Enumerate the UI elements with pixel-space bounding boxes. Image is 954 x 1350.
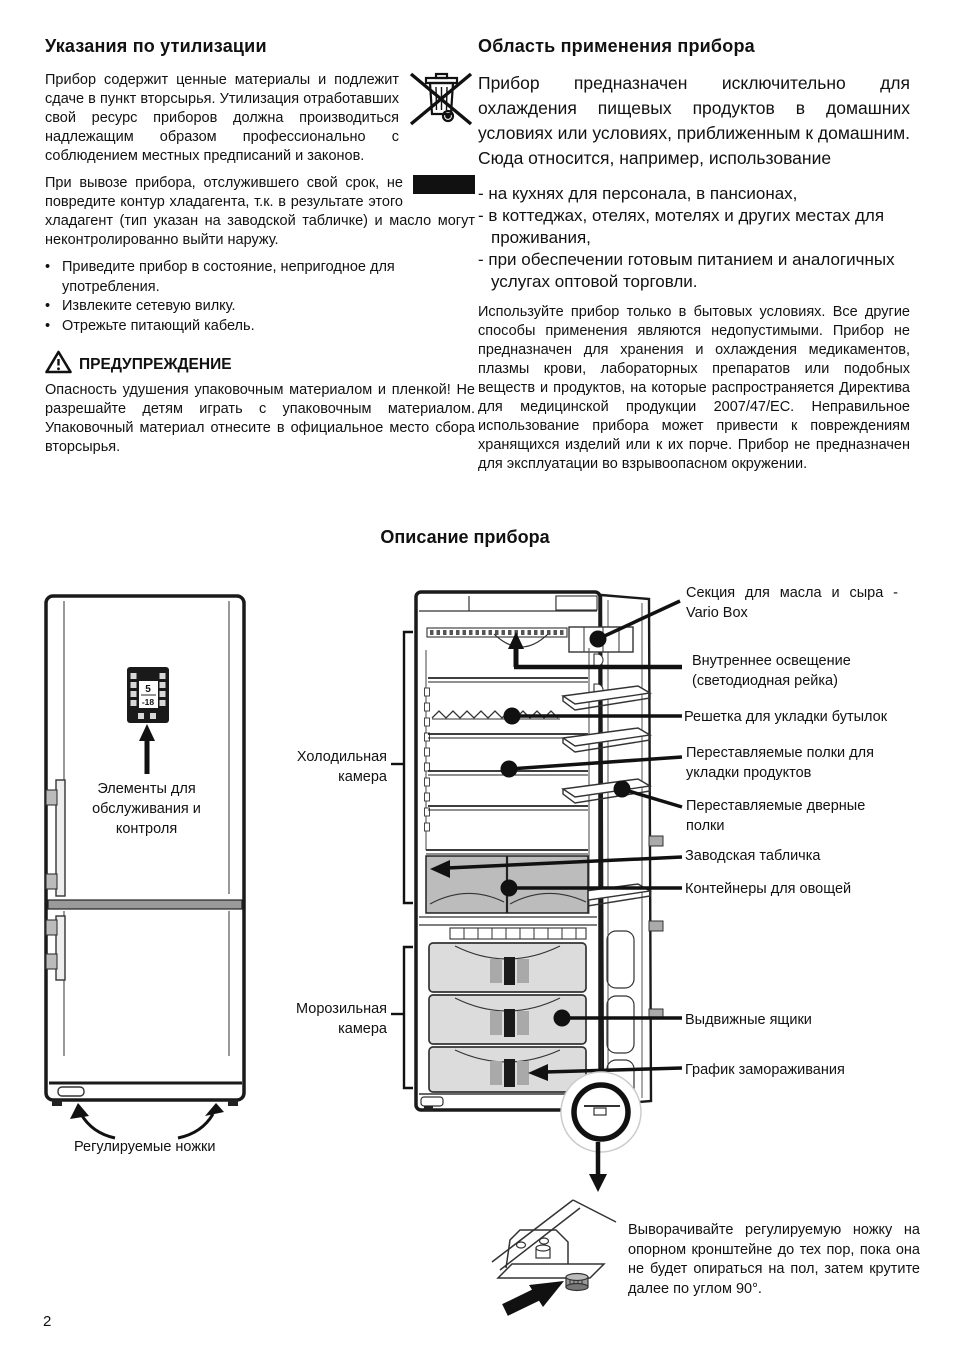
bullet-item: Приведите прибор в состояние, непригодно…: [45, 258, 475, 297]
label-drawers: Выдвижные ящики: [685, 1012, 812, 1028]
label-interior-light: Внутреннее освещение (светодиодная рейка…: [692, 653, 851, 689]
svg-text:-18: -18: [142, 697, 155, 707]
label-freezer-compartment: Морозильная камера: [296, 1001, 387, 1037]
disposal-title: Указания по утилизации: [45, 36, 267, 56]
warning-title: ПРЕДУПРЕЖДЕНИЕ: [79, 355, 232, 373]
foot-detail-drawing: [491, 1071, 642, 1316]
leader-lines: [391, 599, 683, 1090]
bullet-item: Отрежьте питающий кабель.: [45, 317, 475, 337]
disposal-para-2-text: При вывозе прибора, отслужившего свой ср…: [45, 175, 475, 248]
diagram-title: Описание прибора: [380, 527, 550, 547]
application-para-2: Используйте прибор только в бытовых усло…: [478, 304, 910, 472]
disposal-section: Указания по утилизации: [45, 36, 475, 465]
disposal-para-1: Прибор содержит ценные материалы и подле…: [45, 71, 475, 166]
application-para-1: Прибор предназначен исключительно для ох…: [478, 73, 910, 168]
control-panel: 5 -18: [127, 667, 169, 723]
label-door-shelves: Переставляемые дверные полки: [686, 798, 866, 834]
disposal-bullet-list: Приведите прибор в состояние, непригодно…: [45, 258, 475, 336]
label-fridge-compartment: Холодильная камера: [296, 749, 387, 785]
label-bottle-rack: Решетка для укладки бутылок: [684, 709, 888, 725]
application-title: Область применения прибора: [478, 36, 755, 56]
svg-text:5: 5: [145, 684, 151, 695]
warning-triangle-icon: [45, 350, 72, 379]
bullet-item: Извлеките сетевую вилку.: [45, 297, 475, 317]
label-controls: Элементы для обслуживания и контроля: [92, 781, 201, 837]
disposal-para-2: При вывозе прибора, отслужившего свой ср…: [45, 174, 475, 250]
label-type-plate: Заводская табличка: [685, 848, 821, 864]
application-section: Область применения прибора Прибор предна…: [478, 36, 910, 482]
label-veg-containers: Контейнеры для овощей: [685, 881, 852, 897]
black-bar: [413, 175, 475, 194]
warning-text: Опасность удушения упаковочным материало…: [45, 382, 475, 455]
freezer-drawers: [428, 942, 587, 1093]
label-vario-box: Секция для масла и сыра - Vario Box: [686, 585, 898, 621]
dash-item: - при обеспечении готовым питанием и ана…: [478, 250, 895, 291]
open-fridge-drawing: [414, 590, 664, 1112]
application-list: - на кухнях для персонала, в пансионах, …: [478, 183, 910, 293]
page-number: 2: [43, 1313, 52, 1330]
label-shelves: Переставляемые полки для укладки продукт…: [686, 745, 874, 781]
dash-item: - в коттеджах, отелях, мотелях и других …: [478, 206, 885, 247]
label-feet: Регулируемые ножки: [74, 1139, 216, 1155]
closed-fridge-drawing: 5 -18: [44, 594, 246, 1140]
label-foot-note: Выворачивайте регулируемую ножку на опор…: [628, 1222, 920, 1297]
dash-item: - на кухнях для персонала, в пансионах,: [478, 184, 798, 203]
disposal-para-1-text: Прибор содержит ценные материалы и подле…: [45, 72, 399, 164]
label-freeze-chart: График замораживания: [685, 1062, 845, 1078]
warning-header: ПРЕДУПРЕЖДЕНИЕ: [45, 350, 475, 379]
crossed-out-wheelie-bin-icon: [407, 71, 475, 129]
